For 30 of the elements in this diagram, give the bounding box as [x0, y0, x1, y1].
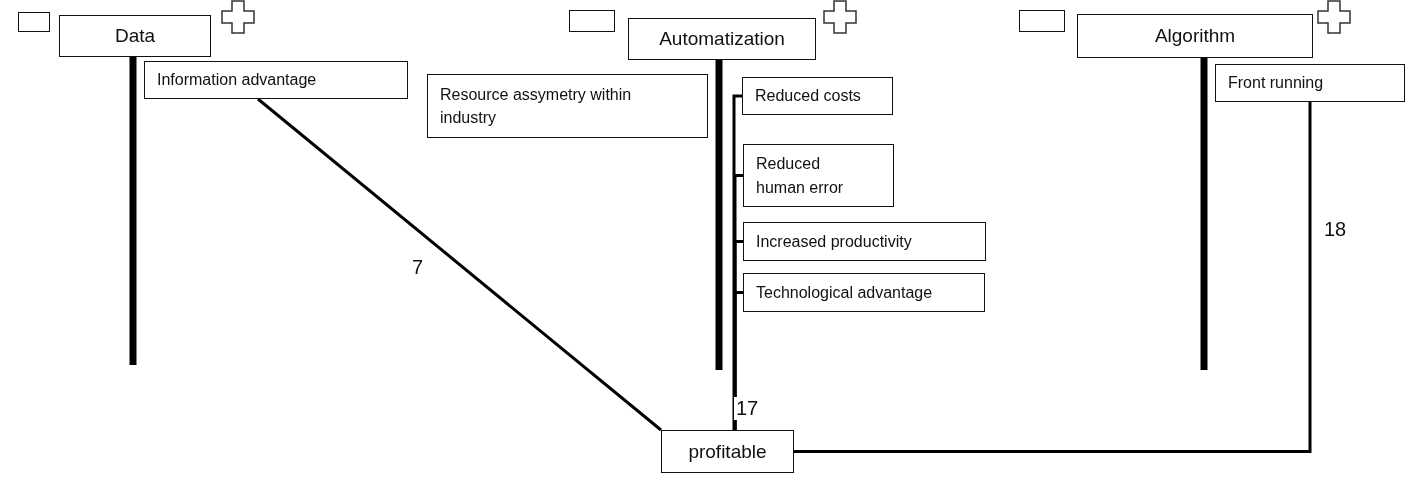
heading-box	[59, 15, 211, 57]
node-text: Automatization	[659, 27, 785, 52]
node-text: Reduced human error	[756, 154, 845, 198]
item-box	[1215, 64, 1405, 102]
edge-label: 17	[734, 397, 761, 420]
connector-line	[733, 291, 743, 430]
node-text: Reduced costs	[755, 86, 861, 107]
node-text: Resource assymetry within industry	[440, 84, 633, 128]
node-text: Technological advantage	[756, 282, 933, 303]
node-text: Algorithm	[1154, 24, 1236, 49]
item-box	[742, 77, 893, 115]
node-text: Data	[114, 24, 156, 49]
heading-box	[661, 430, 794, 473]
connector-line	[257, 97, 662, 432]
empty-box	[1019, 10, 1065, 32]
item-box	[743, 144, 894, 207]
empty-box	[18, 12, 50, 32]
node-text: Increased productivity	[756, 231, 912, 252]
item-box	[743, 273, 985, 312]
node-text: Front running	[1228, 73, 1324, 94]
node-text: Information advantage	[157, 70, 317, 91]
heading-box	[628, 18, 816, 60]
node-text: profitable	[688, 439, 767, 464]
empty-box	[569, 10, 615, 32]
item-box	[144, 61, 408, 99]
item-box	[427, 74, 708, 138]
item-box	[743, 222, 986, 261]
connector-line	[732, 94, 742, 430]
heading-box	[1077, 14, 1313, 58]
connector-line	[794, 102, 1312, 453]
